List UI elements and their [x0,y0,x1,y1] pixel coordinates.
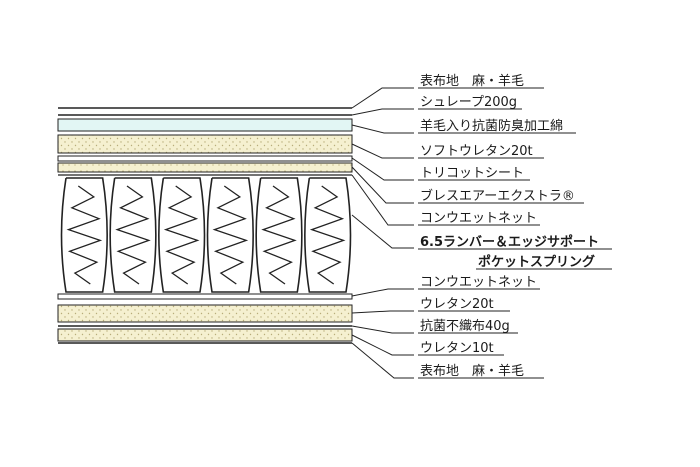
pocket-spring-icon [304,177,352,293]
urethane-20t-layer [57,304,353,323]
pocket-spring-group [60,177,352,293]
label-urethane-10t: ウレタン10t [420,341,494,356]
urethane-10t-layer [57,328,353,342]
label-top-cover: 表布地 麻・羊毛 [420,73,524,89]
pocket-spring-icon [60,177,108,293]
label-bottom-cover: 表布地 麻・羊毛 [420,363,524,379]
layer-labels: 表布地 麻・羊毛 シュレープ200g 羊毛入り抗菌防臭加工綿 ソフトウレタン20… [418,73,612,379]
pocket-spring-icon [255,177,303,293]
pocket-spring-icon [206,177,254,293]
leader-lines [351,87,414,379]
label-net-top: コンウエットネット [420,211,537,226]
wool-cotton-layer [57,118,353,132]
label-net-bottom: コンウエットネット [420,275,537,290]
breath-air-layer [57,162,353,173]
label-pocket-spring-line1: 6.5ランバー＆エッジサポート [420,234,599,250]
label-nonwoven: 抗菌不織布40g [420,319,510,334]
pocket-spring-icon [109,177,157,293]
pocket-spring-icon [158,177,206,293]
label-urethane-20t: ウレタン20t [420,297,494,312]
label-schlep: シュレープ200g [420,95,517,110]
soft-urethane-layer [57,134,353,154]
label-tricot-sheet: トリコットシート [420,166,524,181]
tricot-sheet-layer [57,155,353,162]
label-pocket-spring-line2: ポケットスプリング [478,254,595,270]
label-wool-cotton: 羊毛入り抗菌防臭加工綿 [420,118,563,134]
label-breath-air: ブレスエアーエクストラ® [420,188,575,204]
net-layer-bottom [57,293,353,300]
label-soft-urethane: ソフトウレタン20t [420,144,533,159]
